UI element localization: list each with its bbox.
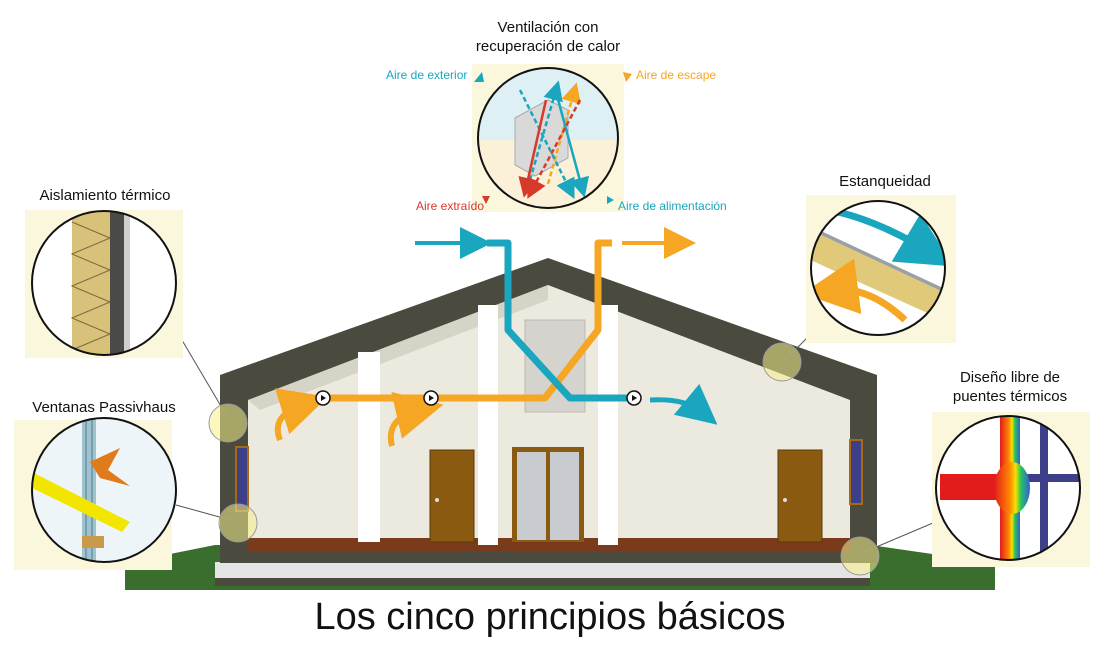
thermal-bridge-callout xyxy=(932,412,1090,567)
thermal-bridge-lens xyxy=(935,415,1081,561)
window xyxy=(235,446,249,512)
airtightness-callout xyxy=(806,195,956,343)
window xyxy=(849,439,863,505)
outside-air-icon xyxy=(474,72,484,82)
house xyxy=(220,258,877,563)
insulation-lens xyxy=(31,210,177,356)
extract-air-icon xyxy=(482,196,490,204)
floor xyxy=(248,538,850,552)
ventilation-title-line1: Ventilación con xyxy=(497,19,599,36)
extract-room-arrow xyxy=(274,388,328,442)
outside-air-label: Aire de exterior xyxy=(386,68,468,82)
insulation-label: Aislamiento térmico xyxy=(39,187,171,204)
supply-duct xyxy=(487,239,630,402)
airtightness-lens xyxy=(810,200,946,336)
page-title: Los cinco principios básicos xyxy=(314,596,786,638)
insulation-highlight xyxy=(208,403,248,443)
windows-callout xyxy=(14,417,177,570)
partition-wall xyxy=(478,305,498,545)
ventilation-title-line2: recuperación de calor xyxy=(475,38,621,55)
extract-room-arrow xyxy=(387,391,444,447)
supply-room-arrow xyxy=(649,383,718,425)
ventilation-callout xyxy=(472,64,632,212)
thermal-bridge-label-line1: Diseño libre de xyxy=(959,369,1061,386)
door xyxy=(777,449,823,543)
insulation-callout xyxy=(25,210,183,358)
ventilation-lens xyxy=(477,67,619,209)
window-highlight xyxy=(218,503,258,543)
highlight-markers xyxy=(175,309,941,576)
partition-wall xyxy=(358,352,380,542)
thermal-bridge-highlight xyxy=(840,536,880,576)
airtightness-highlight xyxy=(762,342,802,382)
windows-lens xyxy=(31,417,177,563)
fan-icons xyxy=(315,390,642,406)
supply-air-label: Aire de alimentación xyxy=(618,199,727,213)
windows-label: Ventanas Passivhaus xyxy=(32,399,176,416)
partition-wall xyxy=(598,305,618,545)
airtightness-label: Estanqueidad xyxy=(839,173,931,190)
extract-air-label: Aire extraído xyxy=(416,199,485,213)
exhaust-air-icon xyxy=(623,72,632,82)
exhaust-air-label: Aire de escape xyxy=(636,68,717,82)
duct-system xyxy=(274,227,718,447)
door xyxy=(429,449,475,543)
supply-air-icon xyxy=(607,196,614,204)
thermal-bridge-label-line2: puentes térmicos xyxy=(952,388,1068,405)
exhaust-duct xyxy=(328,239,612,402)
